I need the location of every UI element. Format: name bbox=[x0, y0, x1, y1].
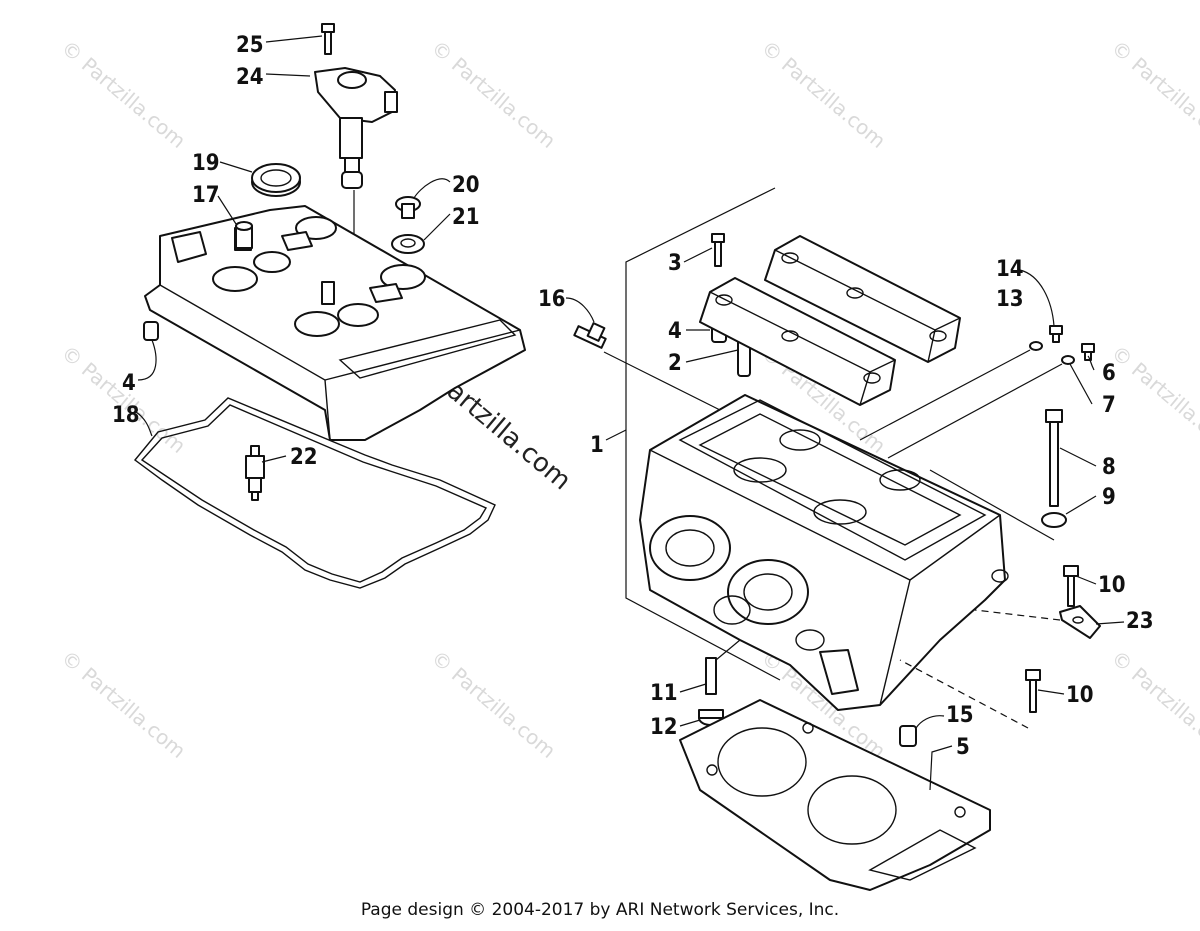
gasket-18-inner bbox=[140, 404, 488, 583]
callout-25: 25 bbox=[236, 33, 264, 58]
leader-9 bbox=[929, 469, 1055, 541]
sleeve-17 bbox=[235, 221, 253, 249]
callout-5: 5 bbox=[956, 735, 970, 760]
plug-20 bbox=[395, 196, 421, 219]
washer-13 bbox=[1029, 341, 1043, 351]
leader-23 bbox=[974, 609, 1061, 621]
watermark: © Partzilla.com bbox=[427, 645, 561, 763]
stud-16-line bbox=[603, 351, 741, 421]
watermark: © Partzilla.com bbox=[757, 35, 891, 153]
callout-16: 16 bbox=[538, 287, 566, 312]
leader-10 bbox=[899, 659, 1029, 729]
leader-7 bbox=[887, 363, 1063, 459]
callout-2: 2 bbox=[668, 351, 682, 376]
watermark: © Partzilla.com bbox=[427, 35, 561, 153]
plug-14 bbox=[1049, 325, 1063, 343]
watermark: © Partzilla.com bbox=[57, 340, 191, 458]
bracket-23 bbox=[1059, 605, 1101, 639]
valve-cover bbox=[144, 205, 526, 441]
callout-22: 22 bbox=[290, 445, 318, 470]
callout-1: 1 bbox=[590, 433, 604, 458]
bolt-3 bbox=[711, 233, 725, 267]
watermark: © Partzilla.com bbox=[57, 35, 191, 153]
stud-11 bbox=[705, 657, 717, 695]
callout-11: 11 bbox=[650, 681, 678, 706]
callout-7: 7 bbox=[1102, 393, 1116, 418]
head-gasket-5 bbox=[679, 699, 991, 891]
callout-23: 23 bbox=[1126, 609, 1154, 634]
callout-12: 12 bbox=[650, 715, 678, 740]
callout-8: 8 bbox=[1102, 455, 1116, 480]
callout-9: 9 bbox=[1102, 485, 1116, 510]
callout-15: 15 bbox=[946, 703, 974, 728]
callout-10-upper: 10 bbox=[1098, 573, 1126, 598]
callout-labels: 25 24 19 17 20 21 4 18 22 16 3 4 2 1 14 … bbox=[112, 33, 1154, 760]
copyright-footer: Page design © 2004-2017 by ARI Network S… bbox=[360, 900, 840, 920]
washer-7 bbox=[1061, 355, 1075, 365]
leader-13 bbox=[859, 349, 1031, 441]
callout-4-right: 4 bbox=[668, 319, 682, 344]
leader-11 bbox=[715, 639, 741, 661]
callout-10-lower: 10 bbox=[1066, 683, 1094, 708]
head-bolt-8 bbox=[1045, 409, 1063, 507]
bolt-6 bbox=[1081, 343, 1095, 361]
callout-20: 20 bbox=[452, 173, 480, 198]
callout-24: 24 bbox=[236, 65, 264, 90]
callout-18: 18 bbox=[112, 403, 140, 428]
bolt-25 bbox=[321, 23, 335, 55]
watermark: © Partzilla.com bbox=[1107, 645, 1200, 763]
ignition-coil-24 bbox=[314, 67, 398, 189]
camshaft-cap-rear bbox=[764, 235, 961, 363]
spark-plug-22 bbox=[245, 445, 265, 501]
callout-3: 3 bbox=[668, 251, 682, 276]
callout-14: 14 bbox=[996, 257, 1024, 282]
dowel-4-left bbox=[143, 321, 159, 341]
gasket-18 bbox=[133, 397, 496, 589]
callout-6: 6 bbox=[1102, 361, 1116, 386]
bolt-10-lower bbox=[1025, 669, 1041, 713]
callout-21: 21 bbox=[452, 205, 480, 230]
watermark: © Partzilla.com bbox=[57, 645, 191, 763]
washer-21 bbox=[391, 234, 425, 254]
callout-4-left: 4 bbox=[122, 371, 136, 396]
callout-19: 19 bbox=[192, 151, 220, 176]
camshaft-cap-front bbox=[699, 277, 896, 406]
bolt-10-upper bbox=[1063, 565, 1079, 607]
stud-16 bbox=[573, 322, 607, 349]
watermark-layer: © Partzilla.com © Partzilla.com © Partzi… bbox=[57, 35, 1200, 763]
watermark: © Partzilla.com bbox=[1107, 35, 1200, 153]
seal-19 bbox=[251, 163, 301, 197]
cylinder-head bbox=[639, 394, 1009, 711]
watermark: © Partzilla.com bbox=[1107, 340, 1200, 458]
dowel-15 bbox=[899, 725, 917, 747]
washer-9 bbox=[1041, 512, 1067, 528]
callout-17: 17 bbox=[192, 183, 220, 208]
callout-leaders bbox=[135, 35, 1125, 791]
callout-13: 13 bbox=[996, 287, 1024, 312]
